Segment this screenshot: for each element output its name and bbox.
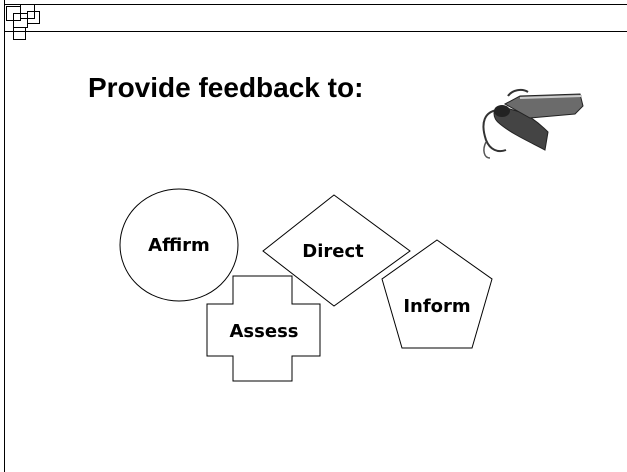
direct-shape: Direct bbox=[262, 194, 411, 307]
direct-label: Direct bbox=[302, 241, 364, 262]
ornament-square bbox=[27, 11, 40, 24]
affirm-label: Affirm bbox=[148, 235, 210, 256]
inform-shape: Inform bbox=[381, 239, 493, 349]
affirm-shape: Affirm bbox=[119, 188, 239, 302]
corner-ornament bbox=[6, 4, 40, 40]
ornament-square bbox=[13, 27, 26, 40]
telephone-hand-icon bbox=[482, 88, 584, 159]
page-title: Provide feedback to: bbox=[88, 72, 363, 103]
inform-label: Inform bbox=[403, 296, 470, 317]
assess-shape: Assess bbox=[206, 275, 321, 382]
assess-label: Assess bbox=[230, 321, 299, 342]
